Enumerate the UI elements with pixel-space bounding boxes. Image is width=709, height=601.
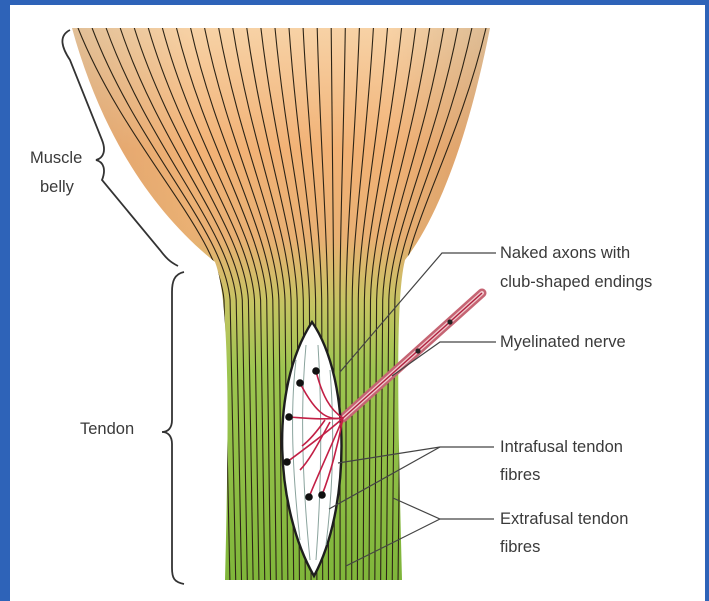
- muscle-tendon-body: [60, 28, 500, 588]
- label-extrafusal-1: Extrafusal tendon: [500, 510, 628, 528]
- label-tendon: Tendon: [80, 420, 134, 438]
- label-muscle-belly-2: belly: [40, 178, 75, 196]
- label-myelinated-nerve: Myelinated nerve: [500, 333, 626, 351]
- node-of-ranvier: [447, 319, 452, 324]
- tendon-bracket: [162, 272, 184, 584]
- extrafusal-leader-1: [393, 498, 494, 519]
- label-naked-axons-2: club-shaped endings: [500, 273, 652, 291]
- label-intrafusal-2: fibres: [500, 466, 540, 484]
- node-of-ranvier: [415, 348, 420, 353]
- label-muscle-belly-1: Muscle: [30, 149, 82, 167]
- label-naked-axons-1: Naked axons with: [500, 244, 630, 262]
- label-extrafusal-2: fibres: [500, 538, 540, 556]
- label-intrafusal-1: Intrafusal tendon: [500, 438, 623, 456]
